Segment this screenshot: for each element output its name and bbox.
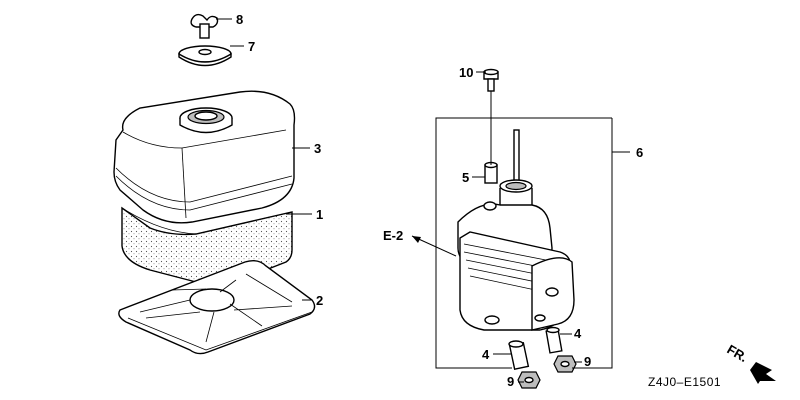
callout-10: 10 xyxy=(459,65,473,80)
callout-3: 3 xyxy=(314,141,321,156)
callout-7: 7 xyxy=(248,39,255,54)
drain-pipe xyxy=(545,326,563,354)
callout-9-right: 9 xyxy=(584,354,591,369)
flange-nut xyxy=(517,371,541,389)
bolt xyxy=(483,68,499,92)
diagram-code: Z4J0–E1501 xyxy=(648,375,721,389)
wing-nut xyxy=(190,13,219,39)
callout-1: 1 xyxy=(316,207,323,222)
callout-8: 8 xyxy=(236,12,243,27)
flange-nut xyxy=(553,355,577,373)
direction-indicator: FR. xyxy=(725,342,776,384)
direction-label: FR. xyxy=(725,342,751,365)
callout-6: 6 xyxy=(636,145,643,160)
callout-4-right: 4 xyxy=(574,326,582,341)
collar xyxy=(484,161,498,184)
callout-9-left: 9 xyxy=(507,374,514,389)
reference-label: E-2 xyxy=(383,228,403,243)
direction-arrow-icon xyxy=(750,362,776,384)
elbow-assembly xyxy=(457,129,575,331)
cover-washer xyxy=(178,45,232,67)
callout-4-left: 4 xyxy=(482,347,490,362)
callout-2: 2 xyxy=(316,293,323,308)
air-cleaner-cover xyxy=(113,90,296,224)
leader-lines xyxy=(216,18,582,383)
assembly-bracket xyxy=(435,117,612,369)
base-gasket xyxy=(118,259,316,355)
breather-pipe xyxy=(508,340,530,371)
callout-5: 5 xyxy=(462,170,469,185)
